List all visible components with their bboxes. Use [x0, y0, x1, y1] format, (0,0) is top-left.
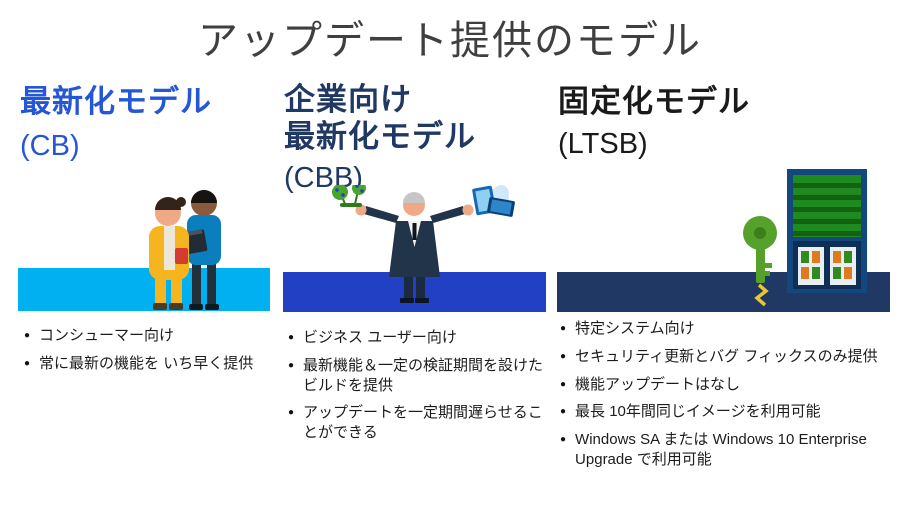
bullet-icon: ●	[288, 407, 295, 419]
bullet-item: ● 機能アップデートはなし	[560, 375, 892, 395]
person-yellow-jacket-figure	[149, 197, 189, 310]
cbb-band	[283, 272, 546, 312]
bullet-text: コンシューマー向け	[39, 327, 175, 344]
bullet-icon: ●	[560, 406, 567, 418]
bullet-icon: ●	[560, 434, 567, 446]
key-icon	[743, 216, 777, 307]
cb-band	[18, 268, 270, 311]
bullet-text: アップデートを一定期間遅らせることができる	[303, 404, 543, 442]
slide-title: アップデート提供のモデル	[198, 19, 702, 63]
cb-code-label: (CB)	[20, 130, 80, 162]
ltsb-code-label: (LTSB)	[558, 128, 648, 160]
ltsb-bullet-list: ● 特定システム向け ● セキュリティ更新とバグ フィックスのみ提供 ● 機能ア…	[560, 319, 892, 478]
heading-line: 固定化モデル	[558, 84, 750, 119]
bullet-item: ● Windows SA または Windows 10 Enterprise U…	[560, 430, 892, 470]
bullet-item: ● アップデートを一定期間遅らせることができる	[288, 403, 546, 443]
bullet-icon: ●	[24, 357, 31, 369]
cbb-code-label: (CBB)	[284, 162, 363, 194]
bullet-item: ● 常に最新の機能を いち早く提供	[24, 354, 270, 374]
heading-line: 企業向け	[284, 82, 412, 117]
bullet-item: ● 最長 10年間同じイメージを利用可能	[560, 402, 892, 422]
heading-line: 最新化モデル	[284, 118, 476, 154]
bullet-text: 特定システム向け	[575, 320, 695, 337]
heading-line: 最新化モデル	[20, 84, 212, 119]
bullet-item: ● ビジネス ユーザー向け	[288, 328, 546, 348]
cb-bullet-list: ● コンシューマー向け ● 常に最新の機能を いち早く提供	[24, 326, 270, 382]
bullet-text: Windows SA または Windows 10 Enterprise Upg…	[575, 431, 867, 468]
bullet-text: ビジネス ユーザー向け	[303, 329, 457, 346]
ltsb-model-heading: 固定化モデル	[558, 84, 750, 121]
consumer-illustration	[18, 158, 270, 311]
business-illustration	[283, 185, 546, 312]
plants-icon	[332, 185, 366, 207]
bullet-item: ● 最新機能＆一定の検証期間を設けたビルドを提供	[288, 356, 546, 396]
bullet-icon: ●	[560, 350, 567, 362]
bullet-item: ● コンシューマー向け	[24, 326, 270, 346]
bullet-icon: ●	[288, 332, 295, 343]
cbb-bullet-list: ● ビジネス ユーザー向け ● 最新機能＆一定の検証期間を設けたビルドを提供 ●…	[288, 328, 546, 451]
bullet-item: ● セキュリティ更新とバグ フィックスのみ提供	[560, 347, 892, 367]
devices-cloud-icon	[472, 185, 515, 217]
cbb-model-heading: 企業向け 最新化モデル	[284, 82, 476, 155]
bullet-icon: ●	[560, 378, 567, 390]
bullet-text: セキュリティ更新とバグ フィックスのみ提供	[575, 347, 878, 365]
bullet-text: 最長 10年間同じイメージを利用可能	[575, 403, 821, 421]
bullet-icon: ●	[560, 323, 567, 334]
bullet-text: 最新機能＆一定の検証期間を設けたビルドを提供	[303, 356, 544, 394]
storefront-icon	[787, 169, 867, 293]
cb-model-heading: 最新化モデル	[20, 84, 212, 121]
bullet-text: 機能アップデートはなし	[575, 375, 741, 393]
bullet-item: ● 特定システム向け	[560, 319, 892, 339]
bullet-icon: ●	[24, 330, 31, 341]
bullet-text: 常に最新の機能を いち早く提供	[39, 354, 254, 372]
businessman-figure	[355, 192, 474, 303]
fixed-system-illustration	[557, 165, 890, 312]
bullet-icon: ●	[288, 359, 295, 371]
